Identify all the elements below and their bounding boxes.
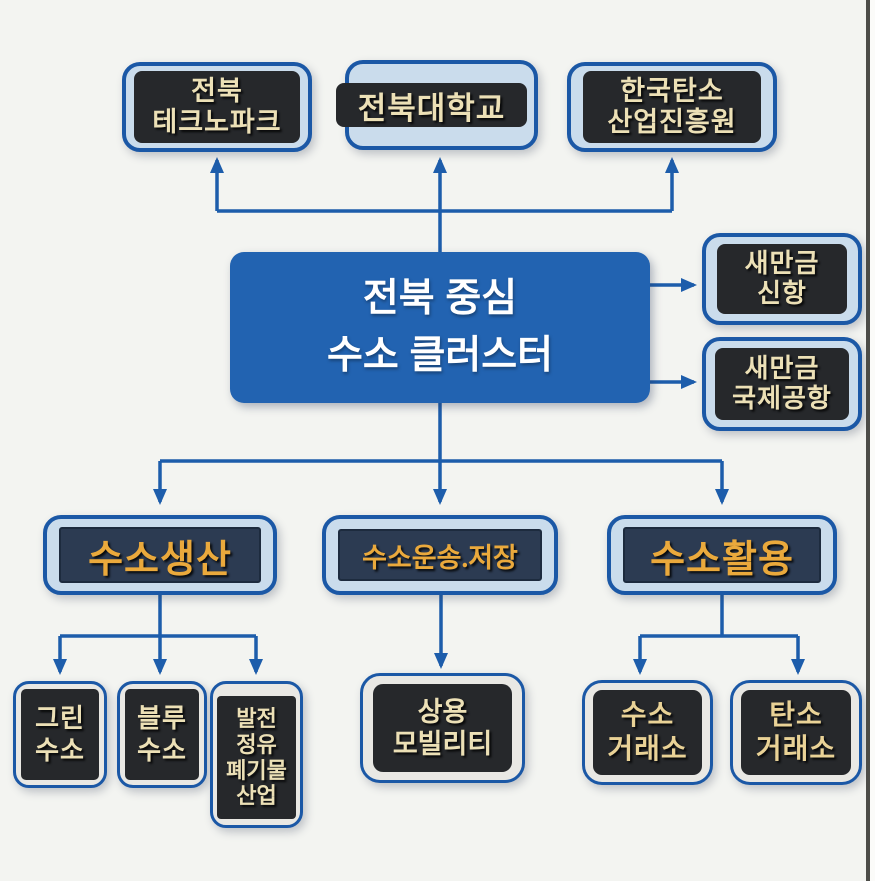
h2-exchange-panel: 수소 거래소 [593,690,702,775]
technopark-panel: 전북 테크노파크 [134,71,300,143]
carbon-exchange-label: 탄소 거래소 [755,699,837,765]
power-industry-panel: 발전 정유 폐기물 산업 [217,696,296,819]
node-saemangeum-intl-airport: 새만금 국제공항 [702,337,862,431]
utilization-panel: 수소활용 [623,527,821,583]
node-commercial-mobility: 상용 모빌리티 [360,673,525,783]
carbon-agency-label: 한국탄소 산업진흥원 [607,75,737,137]
node-green-hydrogen: 그린 수소 [13,681,107,788]
green-h2-panel: 그린 수소 [21,689,99,780]
transport-label: 수소운송.저장 [362,542,518,573]
node-carbon-exchange: 탄소 거래소 [730,680,862,785]
node-hydrogen-utilization: 수소활용 [607,515,837,595]
new-port-panel: 새만금 신항 [717,244,847,314]
node-hydrogen-production: 수소생산 [43,515,277,595]
blue-h2-label: 블루 수소 [137,704,187,765]
node-hydrogen-exchange: 수소 거래소 [582,680,713,785]
center-label: 전북 중심 수소 클러스터 [326,276,554,377]
mobility-label: 상용 모빌리티 [392,696,493,759]
node-blue-hydrogen: 블루 수소 [117,681,207,788]
node-jeonbuk-university: 전북대학교 [336,60,538,150]
carbon-exchange-panel: 탄소 거래소 [741,690,851,775]
university-panel: 전북대학교 [336,83,527,127]
power-industry-label: 발전 정유 폐기물 산업 [226,705,287,809]
node-power-refinery-waste-industry: 발전 정유 폐기물 산업 [210,681,303,828]
blue-h2-panel: 블루 수소 [125,689,199,780]
intl-airport-panel: 새만금 국제공항 [715,348,849,420]
node-saemangeum-new-port: 새만금 신항 [702,233,862,325]
node-korea-carbon-agency: 한국탄소 산업진흥원 [567,62,777,152]
h2-exchange-label: 수소 거래소 [607,699,688,765]
right-edge-margin [870,0,875,881]
green-h2-label: 그린 수소 [35,704,85,765]
carbon-agency-panel: 한국탄소 산업진흥원 [583,71,761,143]
new-port-label: 새만금 신항 [744,249,820,308]
university-label: 전북대학교 [357,90,506,126]
production-label: 수소생산 [88,538,232,581]
transport-panel: 수소운송.저장 [338,529,542,581]
mobility-panel: 상용 모빌리티 [373,684,512,772]
utilization-label: 수소활용 [650,538,794,581]
production-panel: 수소생산 [59,527,261,583]
intl-airport-label: 새만금 국제공항 [732,354,832,413]
node-center-hydrogen-cluster: 전북 중심 수소 클러스터 [230,252,650,403]
technopark-label: 전북 테크노파크 [152,75,282,137]
right-edge-line [866,0,870,881]
node-jeonbuk-technopark: 전북 테크노파크 [122,62,312,152]
node-hydrogen-transport-storage: 수소운송.저장 [322,515,558,595]
